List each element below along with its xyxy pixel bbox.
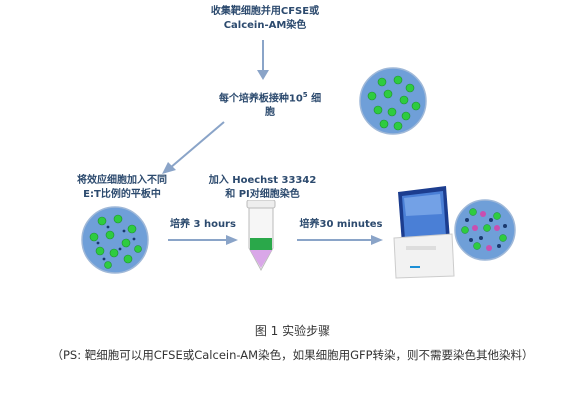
culture-30m-label: 培养30 minutes	[299, 219, 383, 230]
step-collect-label: 收集靶细胞并用CFSE或 Calcein-AM染色	[210, 6, 320, 31]
step-add-effector-label: 将效应细胞加入不同 E:T比例的平板中	[77, 175, 167, 200]
figure-note: （PS: 靶细胞可以用CFSE或Calcein-AM染色，如果细胞用GFP转染，…	[51, 348, 534, 362]
centrifuge-tube	[246, 200, 276, 272]
arrow-diagonal	[162, 121, 225, 174]
step-seed-label: 每个培养板接种105 细 胞	[218, 91, 322, 119]
culture-3h-label: 培养 3 hours	[170, 219, 236, 230]
arrow-culture-30m	[297, 235, 383, 245]
figure-caption: 图 1 实验步骤	[254, 324, 331, 338]
arrow-down-1	[257, 40, 269, 80]
cell-counter-instrument	[393, 186, 455, 279]
target-cell-plate	[359, 67, 427, 135]
effector-plate	[81, 206, 149, 274]
arrow-culture-3h	[168, 235, 238, 245]
result-plate	[454, 199, 516, 261]
step-add-dye-label: 加入 Hoechst 33342 和 PI对细胞染色	[208, 175, 317, 200]
